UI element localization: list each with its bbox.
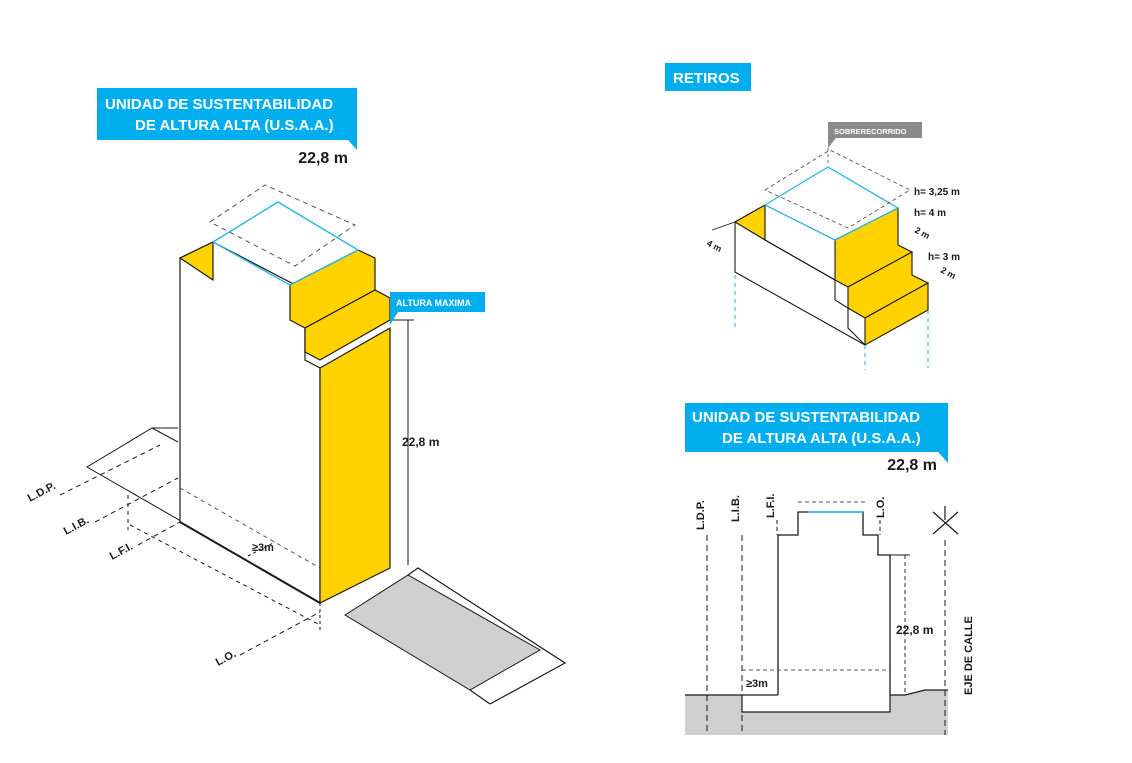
retiros-d2: 2 m [939, 265, 957, 281]
label-lo: L.O. [214, 648, 239, 669]
plot-edge-back [151, 427, 179, 443]
dashed-base-1 [179, 487, 321, 569]
retiros-side: 4 m [705, 238, 723, 254]
retiros-diagram: RETIROS SOBRERECORRIDO h= 3,25 m h= 4 m … [665, 63, 960, 370]
left-isometric-diagram: UNIDAD DE SUSTENTABILIDAD DE ALTURA ALTA… [26, 88, 567, 705]
eje-de-calle-label: EJE DE CALLE [963, 616, 975, 695]
section-label-ldp: L.D.P. [695, 500, 707, 530]
section-label-lo: L.O. [875, 497, 887, 518]
label-lfi: L.F.I. [108, 541, 135, 563]
line-lo [239, 611, 321, 656]
section-diagram: UNIDAD DE SUSTENTABILIDAD DE ALTURA ALTA… [685, 403, 975, 735]
retiros-title: RETIROS [673, 70, 740, 87]
left-title-line2: DE ALTURA ALTA (U.S.A.A.) [135, 117, 334, 134]
sobrerecorrido-tag [828, 122, 922, 148]
street-edge-2 [469, 689, 491, 705]
sobrerecorrido-label: SOBRERECORRIDO [834, 127, 907, 136]
line-ldp [59, 444, 161, 496]
section-label-lfi: L.F.I. [765, 494, 777, 518]
building-profile [777, 511, 891, 695]
label-lib: L.I.B. [62, 514, 91, 537]
dashed-base-2 [179, 521, 321, 604]
retiros-top-edge [764, 239, 836, 281]
line-lfi [137, 521, 181, 546]
retiros-h1: h= 3,25 m [914, 187, 960, 198]
retiros-h3: h= 3 m [928, 252, 960, 263]
line-lib [94, 477, 179, 523]
section-dim-height: 22,8 m [896, 623, 933, 637]
section-label-lib: L.I.B. [730, 495, 742, 522]
section-height-value: 22,8 m [887, 457, 937, 474]
top-dashed-envelope [209, 184, 357, 267]
altura-maxima-tag [390, 292, 485, 325]
street-edge [407, 567, 567, 705]
label-ldp: L.D.P. [26, 480, 58, 505]
left-title-box [97, 88, 357, 150]
retiros-side-dim [711, 221, 736, 231]
retiros-h2: h= 4 m [914, 208, 946, 219]
top-cyan-outline [211, 201, 360, 286]
retiros-d1: 2 m [913, 225, 931, 241]
street-axis-icon [932, 506, 959, 535]
retiros-top-cyan [763, 166, 900, 241]
altura-maxima-label: ALTURA MAXIMA [396, 298, 471, 308]
side-face-main [319, 326, 391, 604]
left-dim-height: 22,8 m [402, 435, 439, 449]
retiros-top-dashed [764, 149, 911, 229]
section-title-box [685, 403, 948, 463]
section-title-line2: DE ALTURA ALTA (U.S.A.A.) [722, 430, 921, 447]
left-dim-setback: ≥3m [252, 542, 274, 554]
corner-notch [178, 241, 214, 282]
lfi-base [129, 524, 321, 626]
left-title-line1: UNIDAD DE SUSTENTABILIDAD [105, 96, 333, 113]
section-dim-setback: ≥3m [746, 678, 768, 690]
retiros-title-box [665, 63, 751, 91]
retiros-corner-notch [733, 204, 766, 241]
sidewalk [344, 574, 542, 691]
left-height-value: 22,8 m [298, 150, 348, 167]
section-title-line1: UNIDAD DE SUSTENTABILIDAD [692, 409, 920, 426]
setback-dim [247, 541, 276, 557]
